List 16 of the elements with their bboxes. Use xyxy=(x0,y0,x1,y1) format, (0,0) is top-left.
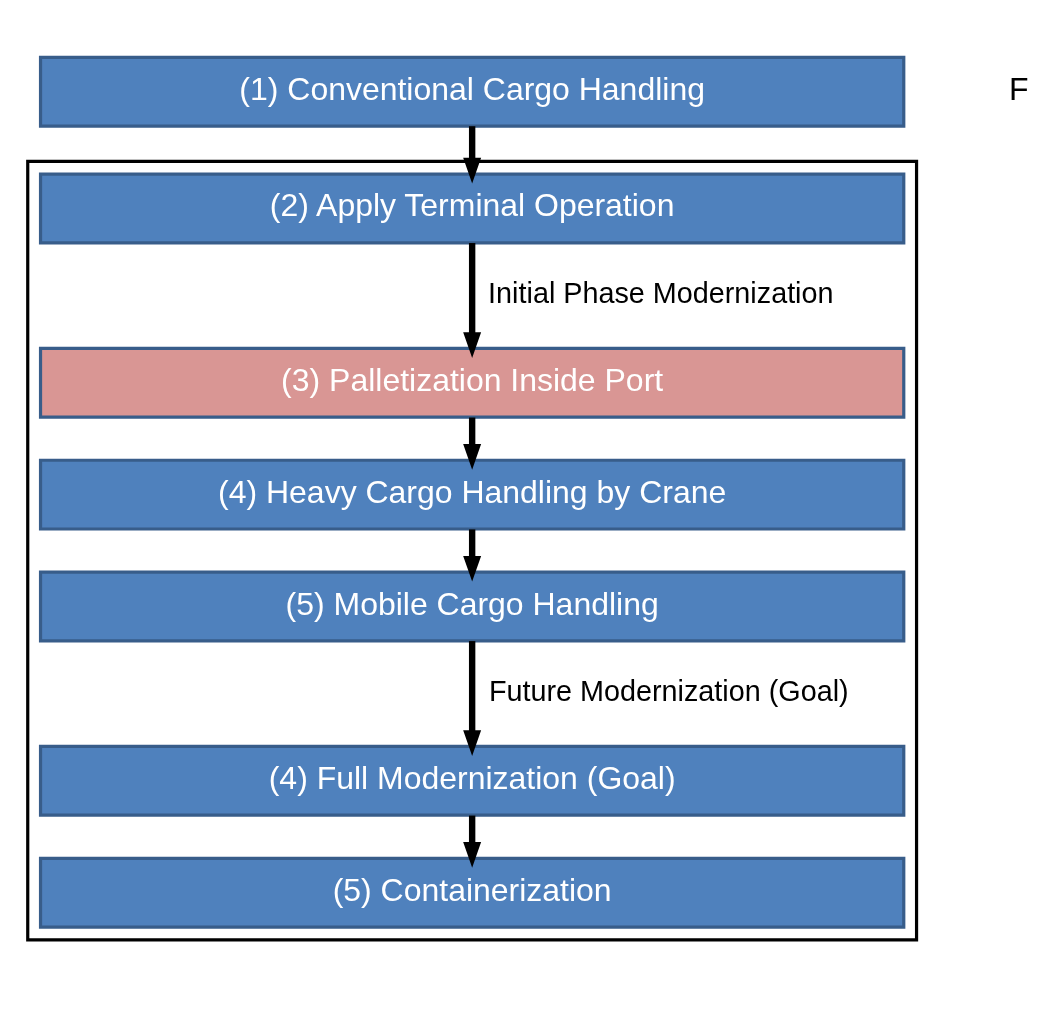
node-box: (3) Palletization Inside Port xyxy=(38,346,906,419)
arrow xyxy=(463,529,482,582)
arrow xyxy=(463,641,482,756)
node-box: (1) Conventional Cargo Handling xyxy=(38,55,906,128)
node-box: (4) Full Modernization (Goal) xyxy=(38,744,906,817)
node-box: (5) Mobile Cargo Handling xyxy=(38,570,906,643)
arrow xyxy=(463,126,482,184)
edge-label: Initial Phase Modernization xyxy=(488,276,834,309)
arrow xyxy=(463,815,482,868)
arrow xyxy=(463,417,482,470)
node-box: (5) Containerization xyxy=(38,856,906,929)
node-box: (2) Apply Terminal Operation xyxy=(38,172,906,245)
arrow xyxy=(463,243,482,358)
node-box: (4) Heavy Cargo Handling by Crane xyxy=(38,458,906,531)
label: F xyxy=(1009,70,1029,107)
edge-label: Future Modernization (Goal) xyxy=(488,674,849,707)
